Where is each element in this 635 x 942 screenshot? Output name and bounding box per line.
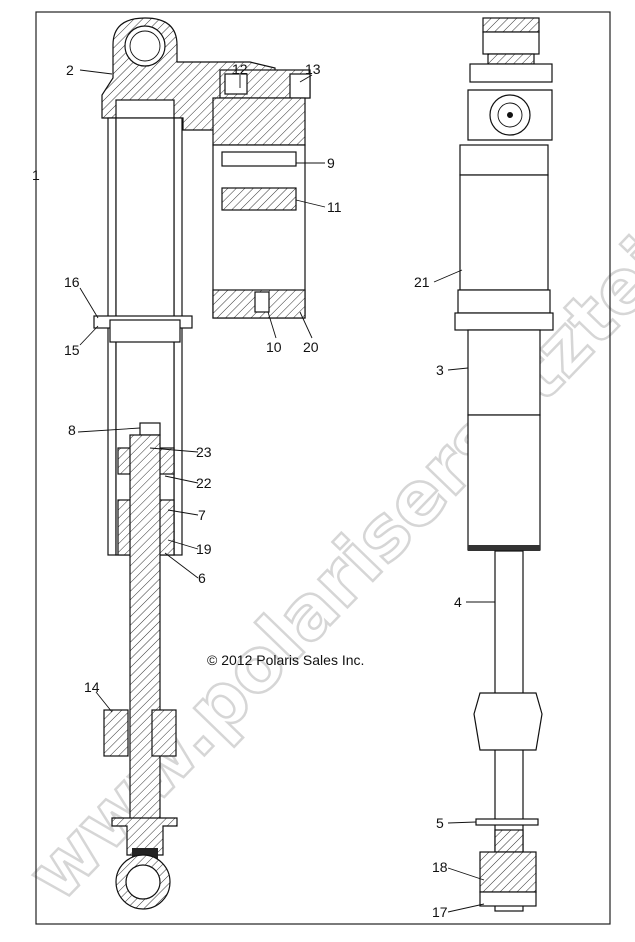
- callout-21: 21: [414, 274, 430, 290]
- bottom-out-bumper-right: [151, 709, 177, 757]
- adjuster-valve: [224, 73, 248, 95]
- reservoir: [212, 144, 306, 319]
- callout-3: 3: [436, 362, 444, 378]
- body-21: [459, 174, 549, 291]
- body-3: [467, 329, 541, 416]
- callout-12: 12: [232, 61, 248, 77]
- callout-9: 9: [327, 155, 335, 171]
- callout-16: 16: [64, 274, 80, 290]
- callout-5: 5: [436, 815, 444, 831]
- callout-19: 19: [196, 541, 212, 557]
- callout-23: 23: [196, 444, 212, 460]
- callout-15: 15: [64, 342, 80, 358]
- callout-labels: 1 2 12 13 9 11 16 15 10 20 8 23 22 7 19 …: [32, 61, 462, 920]
- bottom-cup: [111, 817, 178, 856]
- callout-20: 20: [303, 339, 319, 355]
- bottom-out-bumper: [473, 692, 543, 751]
- preload-ring: [454, 312, 554, 331]
- callout-2: 2: [66, 62, 74, 78]
- callout-17: 17: [432, 904, 448, 920]
- diagram-border: [35, 11, 611, 925]
- callout-13: 13: [305, 61, 321, 77]
- bottom-out-bumper-left: [103, 709, 129, 757]
- top-eye-bushing: [124, 25, 166, 67]
- sectioned-shock: [93, 17, 311, 910]
- leader-lines: [77, 69, 495, 913]
- callout-10: 10: [266, 339, 282, 355]
- bushing-17: [479, 891, 537, 907]
- callout-11: 11: [327, 199, 342, 215]
- callout-14: 14: [84, 679, 100, 695]
- reservoir-cap-9: [221, 151, 297, 167]
- callout-6: 6: [198, 570, 206, 586]
- top-clevis: [482, 17, 540, 33]
- copyright-notice: © 2012 Polaris Sales Inc.: [207, 652, 364, 668]
- shaft: [129, 434, 161, 821]
- lower-body: [467, 414, 541, 551]
- piston-nut: [139, 422, 161, 436]
- callout-7: 7: [198, 507, 206, 523]
- callout-1: 1: [32, 167, 40, 183]
- callout-22: 22: [196, 475, 212, 491]
- bottom-eye-18: [479, 851, 537, 893]
- callout-18: 18: [432, 859, 448, 875]
- exterior-shock: [454, 17, 554, 912]
- callout-8: 8: [68, 422, 76, 438]
- washer-5: [475, 818, 539, 826]
- ifp-piston: [221, 187, 297, 211]
- callout-4: 4: [454, 594, 462, 610]
